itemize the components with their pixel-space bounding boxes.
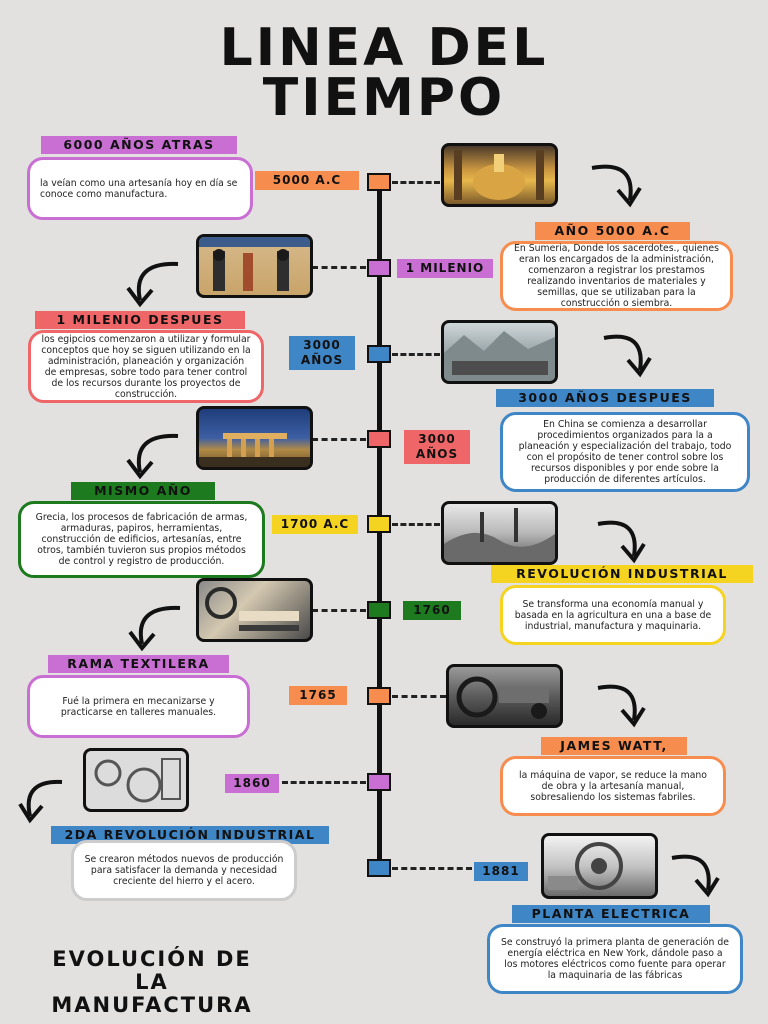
connector-line xyxy=(392,181,440,184)
timeline-marker xyxy=(367,173,391,191)
page-title-line-2: TIEMPO xyxy=(262,68,506,128)
event-description: Se transforma una economía manual y basa… xyxy=(500,585,726,645)
date-tag: 1 MILENIO xyxy=(397,259,493,278)
timeline-marker xyxy=(367,259,391,277)
event-description: los egipcios comenzaron a utilizar y for… xyxy=(28,330,264,403)
temple-icon xyxy=(199,433,310,467)
connector-line xyxy=(392,353,440,356)
religious-altar-photo xyxy=(441,143,558,207)
event-description: Se construyó la primera planta de genera… xyxy=(487,924,743,994)
event-heading: 6000 AÑOS ATRAS xyxy=(41,136,237,154)
connector-line xyxy=(392,695,446,698)
event-heading: 2DA REVOLUCIÓN INDUSTRIAL xyxy=(51,826,329,844)
date-tag: 1765 xyxy=(289,686,347,705)
footer-line-1: EVOLUCIÓN DE xyxy=(52,947,252,971)
event-heading: PLANTA ELECTRICA xyxy=(512,905,710,923)
timeline-marker xyxy=(367,859,391,877)
event-heading: RAMA TEXTILERA xyxy=(48,655,229,673)
crowd-icon xyxy=(444,508,555,562)
curved-arrow-icon xyxy=(126,261,179,308)
figures-icon xyxy=(199,237,310,291)
egyptian-painting-photo xyxy=(196,234,313,298)
connector-line xyxy=(392,523,440,526)
connector-line xyxy=(282,781,366,784)
timeline-marker xyxy=(367,515,391,533)
date-tag: 3000 AÑOS xyxy=(404,430,470,464)
curved-arrow-icon xyxy=(591,164,642,208)
event-description: la máquina de vapor, se reduce la mano d… xyxy=(500,756,726,816)
connector-line xyxy=(312,438,366,441)
event-heading: REVOLUCIÓN INDUSTRIAL xyxy=(491,565,753,583)
curved-arrow-icon xyxy=(597,520,646,564)
timeline-marker xyxy=(367,430,391,448)
chinese-landscape-photo xyxy=(441,320,558,384)
gears-icon xyxy=(94,758,181,803)
date-tag: 1860 xyxy=(225,774,279,793)
textile-machine-photo xyxy=(196,578,313,642)
greek-temple-photo xyxy=(196,406,313,470)
date-tag: 3000 AÑOS xyxy=(289,336,355,370)
steam-engine-photo xyxy=(446,664,563,728)
industrial-engraving-photo xyxy=(441,501,558,565)
timeline-marker xyxy=(367,773,391,791)
motor-icon xyxy=(548,842,623,890)
connector-line xyxy=(392,867,472,870)
landscape-icon xyxy=(444,331,555,381)
event-heading: 3000 AÑOS DESPUES xyxy=(496,389,714,407)
event-heading: JAMES WATT, xyxy=(541,737,687,755)
curved-arrow-icon xyxy=(671,854,720,898)
footer-line-2: LA xyxy=(135,970,169,994)
curved-arrow-icon xyxy=(597,684,646,728)
event-heading: AÑO 5000 A.C xyxy=(535,222,690,240)
altar-icon xyxy=(454,150,544,200)
machine-icon xyxy=(205,587,299,631)
event-description: Se crearon métodos nuevos de producción … xyxy=(71,840,297,901)
connector-line xyxy=(312,609,366,612)
event-description: Fué la primera en mecanizarse y practica… xyxy=(27,675,250,738)
factory-sketch-photo xyxy=(83,748,189,812)
engine-icon xyxy=(456,676,549,719)
timeline-marker xyxy=(367,345,391,363)
curved-arrow-icon xyxy=(128,605,181,652)
page-title-line-1: LINEA DEL xyxy=(219,18,549,78)
date-tag: 1760 xyxy=(403,601,461,620)
event-heading: MISMO AÑO xyxy=(71,482,215,500)
timeline-marker xyxy=(367,687,391,705)
date-tag: 1881 xyxy=(474,862,528,881)
event-description: Grecia, los procesos de fabricación de a… xyxy=(18,501,265,578)
footer-line-3: MANUFACTURA xyxy=(51,993,253,1017)
electric-motor-photo xyxy=(541,833,658,899)
curved-arrow-icon xyxy=(18,779,63,824)
curved-arrow-icon xyxy=(126,433,179,480)
date-tag: 5000 A.C xyxy=(255,171,359,190)
event-description: la veían como una artesanía hoy en día s… xyxy=(27,157,253,220)
event-description: En China se comienza a desarrollar proce… xyxy=(500,412,750,492)
event-description: En Sumeria, Donde los sacerdotes., quien… xyxy=(500,241,733,311)
date-tag: 1700 A.C xyxy=(272,515,358,534)
event-heading: 1 MILENIO DESPUES xyxy=(35,311,245,329)
curved-arrow-icon xyxy=(603,334,652,378)
timeline-marker xyxy=(367,601,391,619)
footer-title: EVOLUCIÓN DE LA MANUFACTURA xyxy=(18,948,286,1017)
connector-line xyxy=(312,266,366,269)
